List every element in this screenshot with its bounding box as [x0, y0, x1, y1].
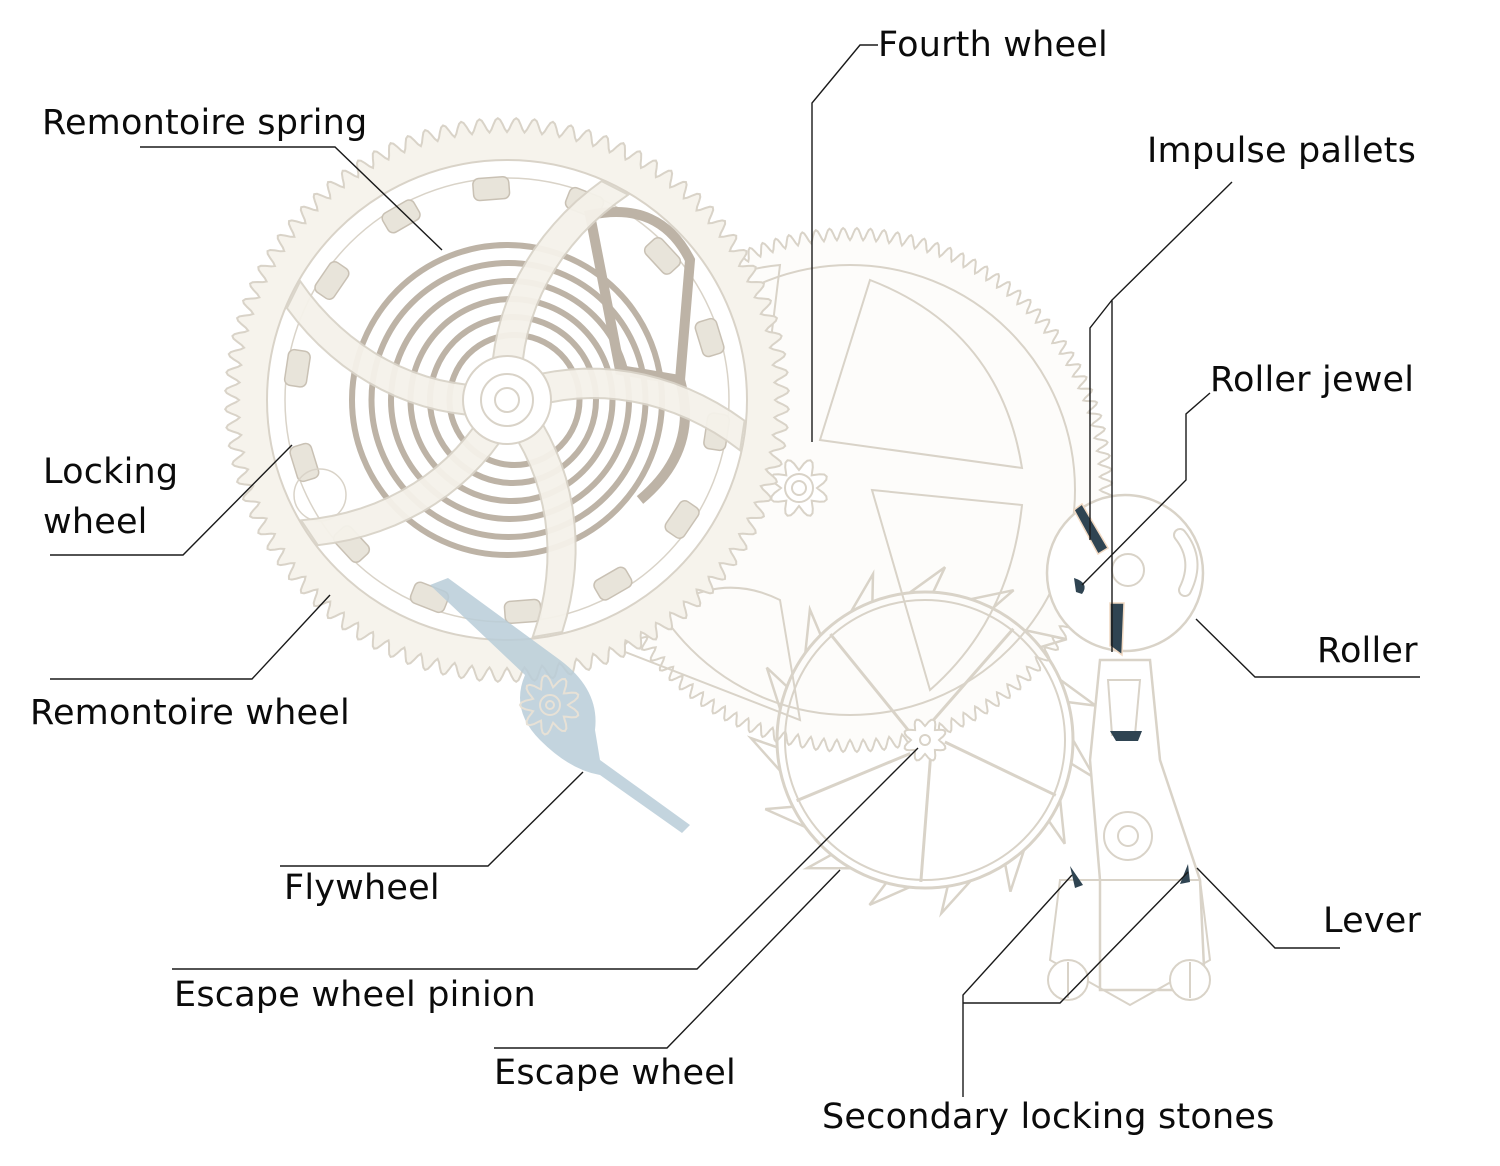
remontoire-wheel-spoke	[299, 425, 502, 547]
remontoire-spring	[285, 179, 746, 639]
leader-impulse-pallets-b	[1089, 299, 1113, 540]
label-remontoire-spring: Remontoire spring	[42, 103, 368, 143]
remontoire-wheel-spoke	[539, 367, 746, 453]
escape-wheel-tooth	[939, 879, 972, 918]
escape-wheel-spoke	[944, 740, 1057, 797]
remontoire-arbor	[494, 387, 520, 413]
roller-disc	[1045, 493, 1205, 653]
label-locking-wheel-line2: wheel	[43, 502, 148, 542]
escape-wheel-tooth	[802, 853, 852, 870]
lever	[1047, 658, 1212, 1007]
leader-locking-wheel	[50, 444, 293, 556]
locking-wheel-cam	[472, 175, 511, 202]
leader-fourth-wheel	[811, 44, 878, 442]
label-secondary-locking-stones: Secondary locking stones	[822, 1097, 1275, 1137]
leader-secondary-stones-b	[963, 871, 1189, 1004]
label-impulse-pallets: Impulse pallets	[1147, 131, 1417, 171]
leader-secondary-stones-a	[962, 874, 1073, 1097]
roller	[1045, 493, 1205, 653]
escape-wheel-tooth	[970, 588, 1015, 610]
fourth-wheel-pinion-hub	[784, 473, 814, 503]
escape-wheel-tooth	[849, 569, 875, 613]
lever-jewel	[1110, 731, 1142, 741]
locking-wheel-cam	[381, 199, 421, 234]
secondary-locking-stone-left	[1070, 866, 1083, 888]
flywheel-pinion	[518, 674, 580, 736]
label-escape-wheel: Escape wheel	[494, 1053, 736, 1093]
leader-lever	[1196, 867, 1340, 949]
fourth-wheel-arbor	[791, 480, 807, 496]
escape-wheel-spoke	[796, 752, 911, 803]
escape-wheel-arbor	[919, 734, 931, 746]
remontoire-wheel-spoke	[491, 179, 631, 362]
escape-wheel-spoke	[919, 759, 932, 883]
escape-wheel-tooth	[804, 604, 822, 654]
remontoire-hub	[462, 355, 552, 445]
roller-crescent-inner	[1175, 530, 1197, 595]
escape-wheel-pinion	[903, 718, 947, 762]
secondary-locking-stone-right	[1180, 864, 1190, 884]
leader-escape-wheel	[494, 869, 841, 1049]
fourth-wheel-window	[818, 278, 1024, 470]
leader-escape-wheel-pinion	[172, 747, 919, 970]
locking-wheel-cam	[664, 500, 700, 539]
roller-jewel-stone	[1074, 578, 1085, 594]
escape-wheel-tooth	[764, 805, 806, 829]
flywheel	[430, 578, 690, 833]
escape-wheel-tooth	[765, 666, 788, 710]
lever-pivot-outer	[1103, 811, 1153, 861]
locking-wheel-cam	[593, 566, 633, 601]
flywheel-hub	[539, 694, 561, 716]
label-roller: Roller	[1317, 631, 1418, 671]
leader-lines	[50, 44, 1420, 1097]
label-escape-wheel-pinion: Escape wheel pinion	[174, 975, 536, 1015]
escape-wheel-tooth	[908, 566, 947, 594]
label-roller-jewel: Roller jewel	[1210, 360, 1415, 400]
jewels	[1070, 502, 1190, 888]
leader-flywheel	[280, 771, 584, 867]
escape-wheel	[746, 566, 1097, 918]
label-fourth-wheel: Fourth wheel	[878, 25, 1108, 65]
escape-wheel-spoke	[931, 627, 1015, 723]
leader-remontoire-spring	[140, 146, 443, 251]
escape-wheel-tooth	[1047, 800, 1066, 845]
label-flywheel: Flywheel	[284, 868, 440, 908]
locking-wheel-cam	[283, 348, 311, 388]
remontoire-wheel-spoke	[516, 422, 577, 639]
escape-wheel-tooth	[1023, 628, 1068, 649]
remontoire-hub-ring	[480, 373, 534, 427]
locking-wheel-cam	[643, 236, 682, 275]
leader-roller	[1195, 618, 1420, 678]
locking-wheel-cam	[289, 442, 320, 483]
escape-wheel-tooth	[746, 735, 782, 772]
locking-wheel-cam	[503, 598, 542, 625]
leader-remontoire-wheel	[50, 594, 331, 680]
label-remontoire-wheel: Remontoire wheel	[30, 693, 350, 733]
escape-wheel-spoke	[829, 633, 910, 731]
remontoire-wheel-spoke	[285, 279, 469, 416]
impulse-pallet-lower	[1109, 602, 1125, 657]
locking-wheel-cam	[694, 317, 725, 358]
fourth-wheel-pinion	[770, 459, 828, 517]
escape-wheel-inner-rim	[784, 599, 1066, 881]
locking-wheel-cam	[314, 261, 350, 300]
flywheel-arbor	[545, 700, 555, 710]
leader-roller-jewel	[1081, 392, 1211, 586]
lever-pivot-inner	[1117, 825, 1139, 847]
escape-wheel-tooth	[1003, 849, 1026, 892]
label-lever: Lever	[1323, 901, 1422, 941]
label-locking-wheel-line1: Locking	[43, 452, 179, 492]
locking-detent	[584, 207, 696, 386]
escape-wheel-tooth	[868, 882, 911, 907]
